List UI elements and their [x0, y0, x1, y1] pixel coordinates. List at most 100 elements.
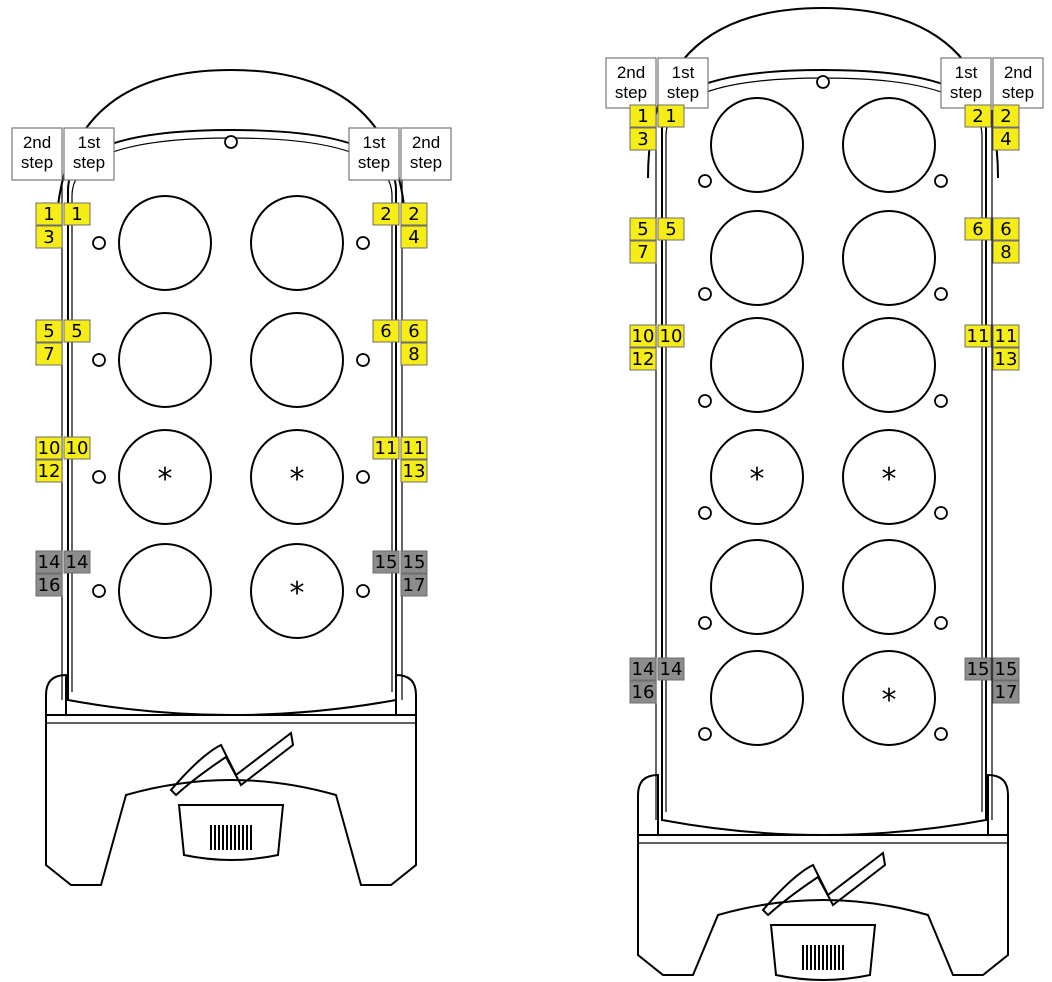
- right-1st-step-code-box: [964, 657, 992, 681]
- left-2nd-step-code-box: [629, 127, 657, 151]
- header-left-2nd-step-line2: step: [615, 83, 647, 102]
- button-hole-left-4: [698, 506, 712, 520]
- button-right-4: [842, 429, 936, 525]
- left-2nd-step-code-box: [35, 225, 63, 249]
- left-2nd-step-code-label: 3: [43, 227, 54, 248]
- left-2nd-step-code-box: [35, 573, 63, 597]
- right-2nd-step-code-box: [992, 217, 1020, 241]
- right-2nd-step-code-label: 15: [403, 552, 426, 573]
- button-hole-right-6: [934, 727, 948, 741]
- header-right-1st-step-line2: step: [950, 83, 982, 102]
- right-2nd-step-code-label: 8: [1000, 242, 1011, 263]
- left-2nd-step-code-box: [629, 324, 657, 348]
- header-right-1st-step-box: [348, 127, 400, 181]
- brand-logo-icon: [169, 731, 295, 797]
- button-left-1: [710, 97, 804, 193]
- right-2nd-step-code-label: 8: [408, 344, 419, 365]
- header-left-1st-step-line2: step: [73, 153, 105, 172]
- right-1st-step-code-label: 11: [967, 326, 990, 347]
- button-right-4: [250, 543, 344, 639]
- right-1st-step-code-box: [372, 202, 400, 226]
- star-mark: *: [158, 462, 173, 497]
- right-2nd-step-code-label: 15: [995, 659, 1018, 680]
- left-1st-step-code-box: [657, 324, 685, 348]
- left-2nd-step-code-box: [629, 217, 657, 241]
- header-right-1st-step-box: [940, 57, 992, 109]
- stand-right-cradle: [395, 673, 417, 715]
- left-2nd-step-code-label: 16: [632, 682, 655, 703]
- left-2nd-step-code-label: 1: [43, 204, 54, 225]
- right-2nd-step-code-box: [400, 550, 428, 574]
- left-2nd-step-code-label: 14: [632, 659, 655, 680]
- header-left-2nd-step-box: [11, 127, 63, 181]
- left-2nd-step-code-box: [35, 459, 63, 483]
- button-left-6: [710, 650, 804, 746]
- right-2nd-step-code-label: 4: [1000, 129, 1011, 150]
- right-2nd-step-code-box: [400, 459, 428, 483]
- button-right-1: [250, 195, 344, 291]
- button-left-3: [710, 317, 804, 413]
- left-1st-step-code-box: [657, 104, 685, 128]
- left-1st-step-code-label: 10: [66, 438, 89, 459]
- button-hole-right-1: [934, 174, 948, 188]
- left-2nd-step-code-label: 10: [632, 326, 655, 347]
- button-hole-left-1: [698, 174, 712, 188]
- right-1st-step-code-label: 6: [972, 219, 983, 240]
- star-mark: *: [882, 683, 897, 718]
- left-2nd-step-code-box: [35, 436, 63, 460]
- right-2nd-step-code-box: [400, 202, 428, 226]
- right-2nd-step-code-label: 11: [995, 326, 1018, 347]
- button-hole-left-5: [698, 616, 712, 630]
- brand-logo-icon: [761, 851, 887, 917]
- left-1st-step-code-label: 5: [665, 219, 676, 240]
- button-hole-left-1: [92, 236, 106, 250]
- stand-left-cradle: [45, 673, 67, 715]
- right-2nd-step-code-box: [400, 573, 428, 597]
- left-2nd-step-code-label: 7: [43, 344, 54, 365]
- left-2nd-step-code-label: 10: [38, 438, 61, 459]
- right-1st-step-code-box: [372, 550, 400, 574]
- right-1st-step-code-label: 11: [375, 438, 398, 459]
- right-2nd-step-code-box: [400, 319, 428, 343]
- button-hole-left-3: [92, 470, 106, 484]
- right-1st-step-code-box: [964, 217, 992, 241]
- right-2nd-step-code-label: 13: [403, 461, 426, 482]
- left-1st-step-code-label: 5: [71, 321, 82, 342]
- header-right-2nd-step-line2: step: [410, 153, 442, 172]
- button-right-5: [842, 539, 936, 635]
- left-1st-step-code-box: [63, 319, 91, 343]
- left-2nd-step-code-label: 5: [43, 321, 54, 342]
- left-2nd-step-code-box: [629, 240, 657, 264]
- button-right-3: [250, 429, 344, 525]
- left-1st-step-code-label: 1: [71, 204, 82, 225]
- header-left-1st-step-line1: 1st: [672, 63, 695, 82]
- header-right-1st-step-line1: 1st: [955, 63, 978, 82]
- button-hole-right-4: [934, 506, 948, 520]
- right-2nd-step-code-box: [992, 680, 1020, 704]
- left-2nd-step-code-label: 1: [637, 106, 648, 127]
- stand-left-cradle: [637, 773, 659, 835]
- left-1st-step-code-box: [63, 436, 91, 460]
- header-right-2nd-step-box: [400, 127, 452, 181]
- left-2nd-step-code-box: [629, 104, 657, 128]
- right-2nd-step-code-box: [992, 240, 1020, 264]
- left-2nd-step-code-box: [35, 202, 63, 226]
- right-2nd-step-code-label: 17: [995, 682, 1018, 703]
- top-hole: [224, 135, 238, 149]
- button-right-6: [842, 650, 936, 746]
- left-1st-step-code-label: 14: [66, 552, 89, 573]
- button-hole-right-4: [356, 584, 370, 598]
- top-hole: [816, 75, 830, 89]
- left-2nd-step-code-box: [629, 347, 657, 371]
- header-right-2nd-step-box: [992, 57, 1044, 109]
- button-hole-right-5: [934, 616, 948, 630]
- left-1st-step-code-label: 10: [660, 326, 683, 347]
- right-2nd-step-code-label: 11: [403, 438, 426, 459]
- button-hole-right-1: [356, 236, 370, 250]
- left-2nd-step-code-box: [35, 550, 63, 574]
- left-2nd-step-code-label: 14: [38, 552, 61, 573]
- button-left-2: [118, 312, 212, 408]
- button-left-4: [118, 543, 212, 639]
- stand-right-cradle: [987, 773, 1009, 835]
